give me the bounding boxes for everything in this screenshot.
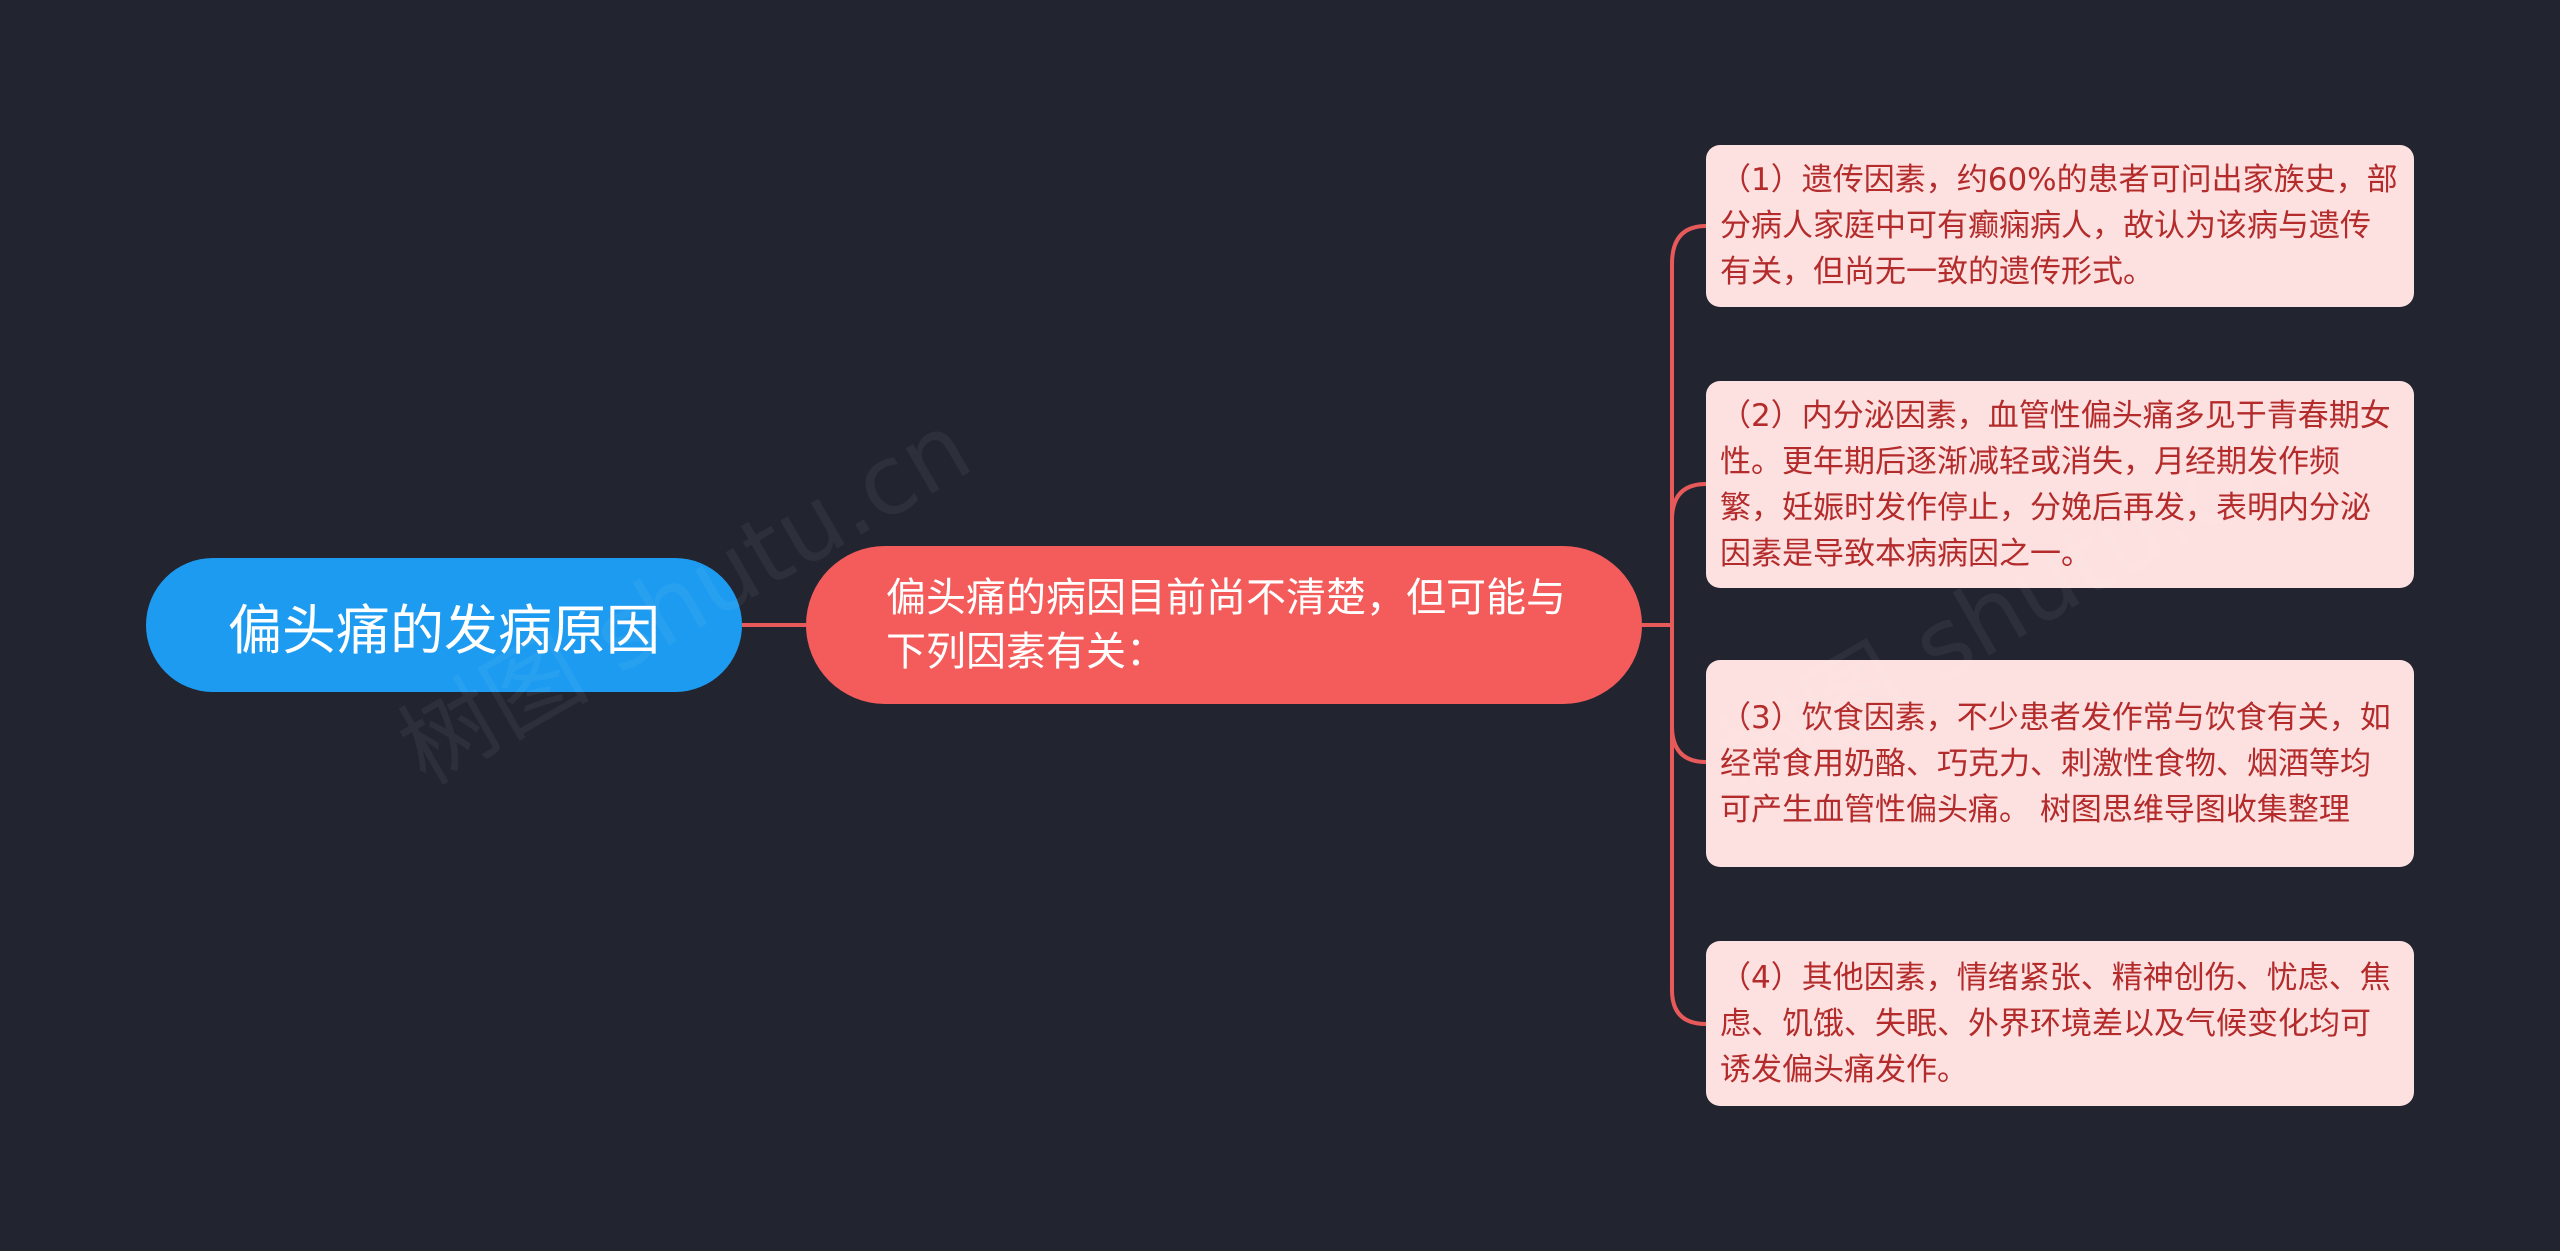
root-node[interactable]: 偏头痛的发病原因 — [146, 558, 742, 692]
leaf-label-diet: （3）饮食因素，不少患者发作常与饮食有关，如经常食用奶酪、巧克力、刺激性食物、烟… — [1720, 699, 2391, 828]
branch-connector-2 — [1670, 482, 1707, 625]
leaf-node-endocrine[interactable]: （2）内分泌因素，血管性偏头痛多见于青春期女性。更年期后逐渐减轻或消失，月经期发… — [1706, 381, 2414, 588]
leaf-label-other: （4）其他因素，情绪紧张、精神创伤、忧虑、焦虑、饥饿、失眠、外界环境差以及气候变… — [1720, 959, 2391, 1088]
leaf-node-other[interactable]: （4）其他因素，情绪紧张、精神创伤、忧虑、焦虑、饥饿、失眠、外界环境差以及气候变… — [1706, 941, 2414, 1106]
leaf-label-genetic: （1）遗传因素，约60%的患者可问出家族史，部分病人家庭中可有癫痫病人，故认为该… — [1720, 162, 2398, 290]
main-branch-node[interactable]: 偏头痛的病因目前尚不清楚，但可能与下列因素有关： — [806, 546, 1642, 704]
branch-connector-1 — [1670, 224, 1707, 625]
leaf-label-endocrine: （2）内分泌因素，血管性偏头痛多见于青春期女性。更年期后逐渐减轻或消失，月经期发… — [1720, 397, 2391, 572]
branch-connector-3 — [1670, 625, 1707, 764]
leaf-node-genetic[interactable]: （1）遗传因素，约60%的患者可问出家族史，部分病人家庭中可有癫痫病人，故认为该… — [1706, 145, 2414, 307]
branch-connector-4 — [1670, 625, 1707, 1026]
main-branch-label: 偏头痛的病因目前尚不清楚，但可能与下列因素有关： — [886, 575, 1566, 675]
leaf-node-diet[interactable]: （3）饮食因素，不少患者发作常与饮食有关，如经常食用奶酪、巧克力、刺激性食物、烟… — [1706, 660, 2414, 867]
root-node-label: 偏头痛的发病原因 — [228, 598, 660, 662]
